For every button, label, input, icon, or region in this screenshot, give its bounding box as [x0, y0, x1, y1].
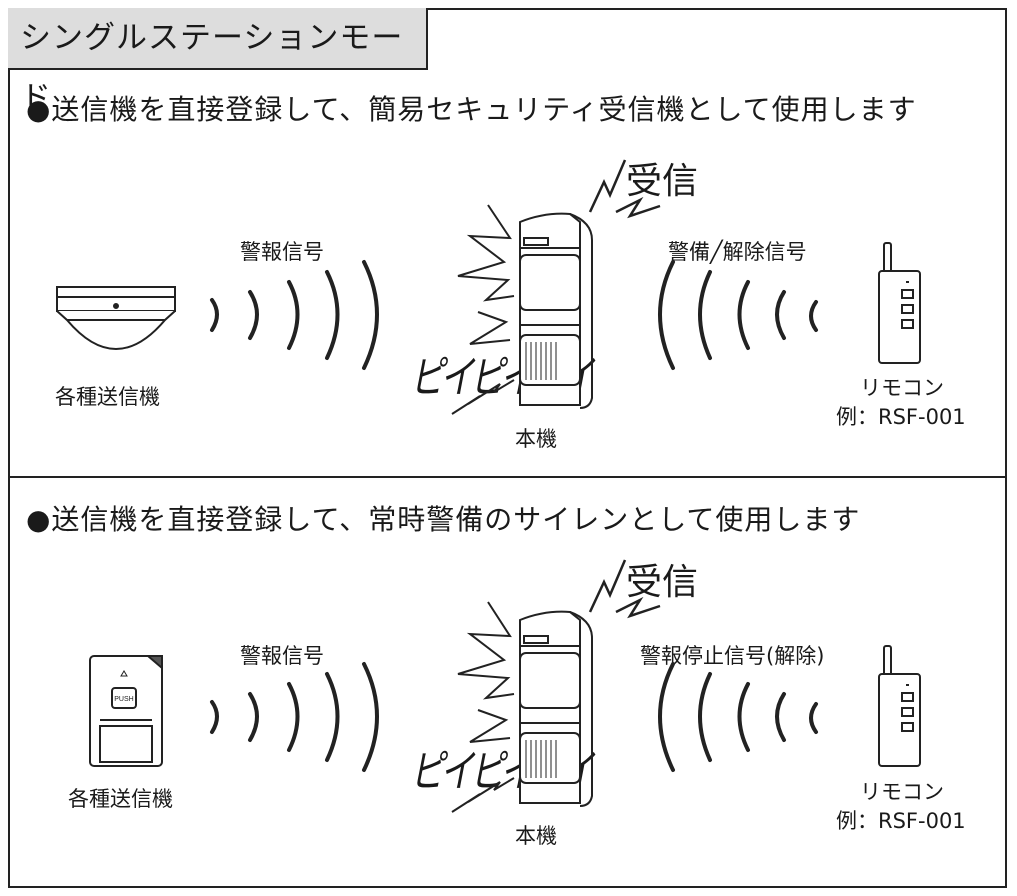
panel-2-right-signal-arcs-icon — [658, 662, 818, 772]
panel-1-receive-label: 受信 — [626, 161, 699, 202]
panel-1-right-signal-arcs-icon — [658, 260, 818, 370]
panel-1-right-signal-label: 警備╱解除信号 — [668, 240, 807, 264]
panel-1-left-signal-label: 警報信号 — [240, 240, 324, 264]
panel-2-receive-lightning-icon — [588, 559, 661, 619]
panel-2-remote-control-icon — [878, 645, 921, 767]
panel-1-remote-label: リモコン — [860, 376, 944, 400]
panel-2-main-unit-icon — [519, 610, 593, 807]
panel-2-remote-label: リモコン — [860, 780, 944, 804]
push-label: PUSH — [114, 696, 133, 703]
page-title: シングルステーションモード — [8, 8, 428, 116]
panel-1-remote-example: 例：RSF-001 — [836, 405, 966, 429]
panel-2-alarm-burst-icon — [451, 601, 515, 813]
panel-2-left-signal-arcs-icon — [210, 662, 379, 772]
panel-2-unit-label: 本機 — [515, 824, 557, 848]
panel-2-transmitter-label: 各種送信機 — [68, 787, 173, 811]
panel-1-left-signal-arcs-icon — [210, 260, 379, 370]
panel-2-receive-label: 受信 — [626, 562, 699, 603]
panel-1-transmitter-label: 各種送信機 — [55, 385, 160, 409]
panel-1-main-unit-icon — [519, 212, 593, 409]
panel-divider — [8, 476, 1007, 478]
panel-1-receive-lightning-icon — [588, 159, 661, 219]
push-button-transmitter-icon — [89, 655, 163, 767]
panel-2-heading: ●送信機を直接登録して、常時警備のサイレンとして使用します — [26, 503, 861, 536]
panel-2-right-signal-label: 警報停止信号(解除) — [640, 644, 825, 668]
panel-1-unit-label: 本機 — [515, 427, 557, 451]
dome-transmitter-icon — [56, 286, 176, 350]
panel-2-left-signal-label: 警報信号 — [240, 644, 324, 668]
panel-1-heading: ●送信機を直接登録して、簡易セキュリティ受信機として使用します — [26, 93, 917, 126]
panel-1-remote-control-icon — [878, 242, 921, 364]
panel-1-alarm-burst-icon — [451, 204, 515, 415]
panel-2-remote-example: 例：RSF-001 — [836, 809, 966, 833]
diagram-frame — [8, 8, 1007, 888]
